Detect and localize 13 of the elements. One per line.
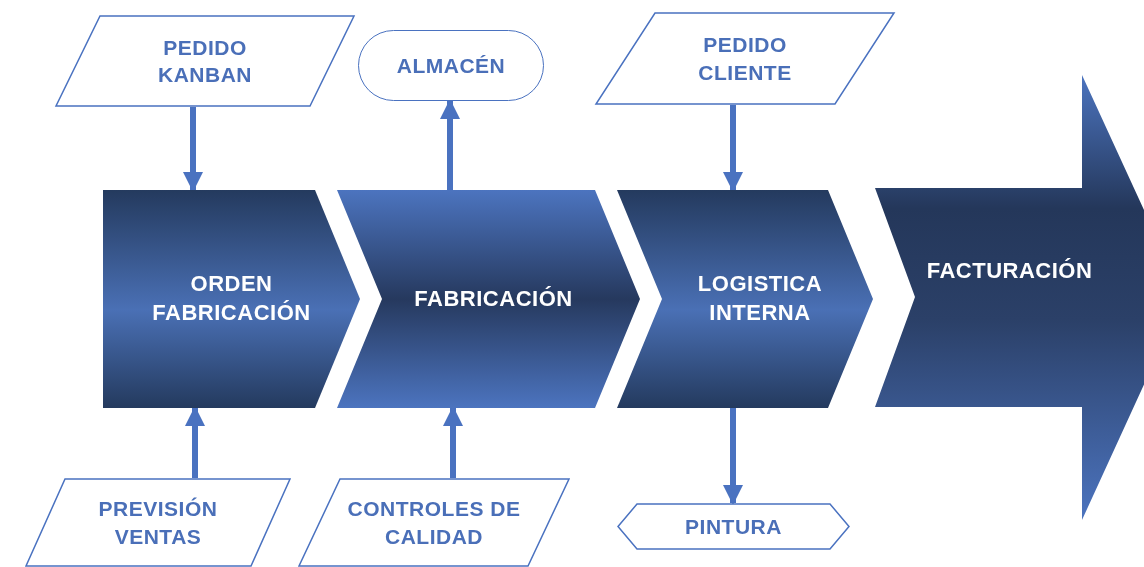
- node-label: PINTURA: [684, 513, 783, 540]
- node-label: PEDIDO CLIENTE: [697, 32, 793, 86]
- node-label: PEDIDO KANBAN: [157, 34, 253, 88]
- arrow: [722, 408, 744, 506]
- node-label: CONTROLES DE CALIDAD: [346, 496, 522, 550]
- node-label: ORDEN FABRICACIÓN: [151, 270, 312, 327]
- node-label: PREVISIÓN VENTAS: [97, 496, 219, 550]
- arrow: [722, 105, 744, 193]
- node-label: FABRICACIÓN: [413, 284, 574, 313]
- node-label: FACTURACIÓN: [925, 257, 1094, 286]
- arrow: [182, 107, 204, 193]
- node-label: ALMACÉN: [395, 52, 507, 79]
- node-label: LOGISTICA INTERNA: [696, 270, 824, 327]
